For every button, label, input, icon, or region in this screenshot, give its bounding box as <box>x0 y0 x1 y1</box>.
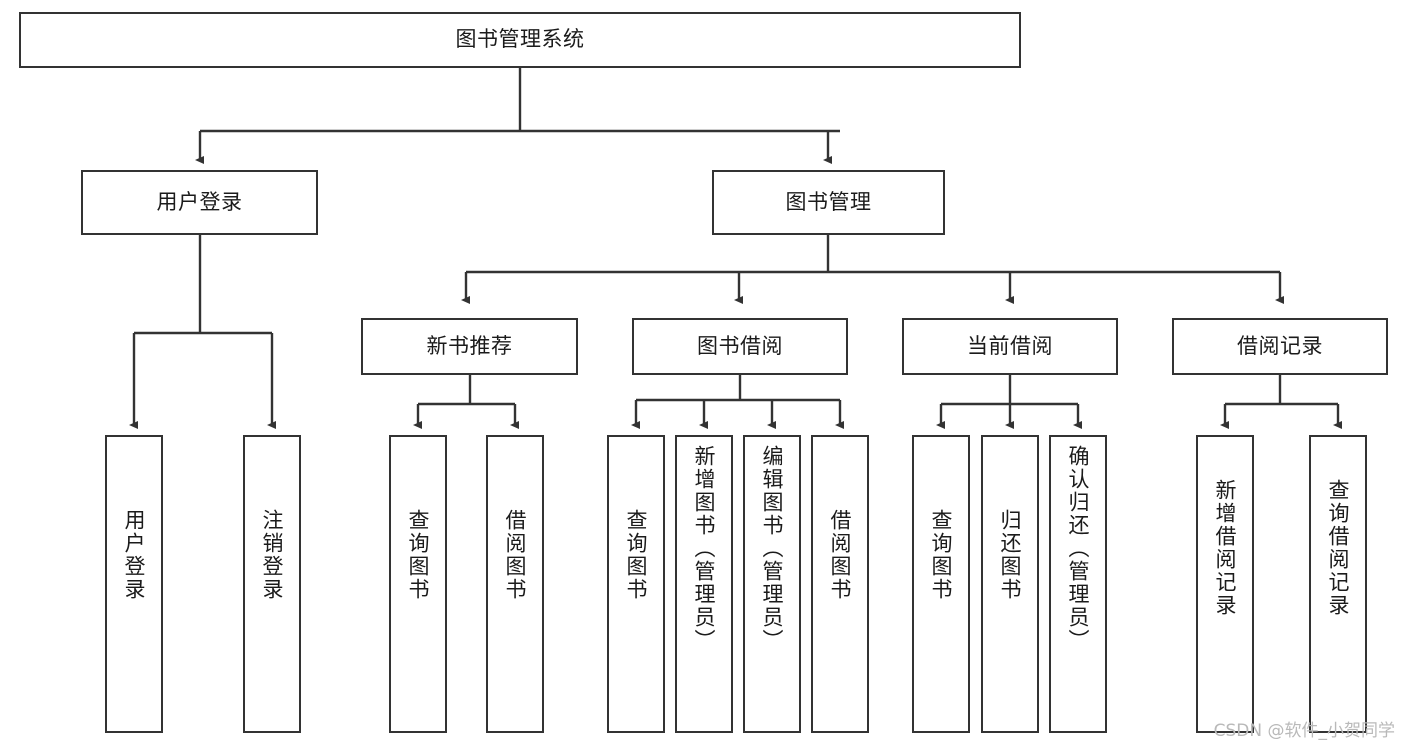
node-label: 借阅图书 <box>828 509 853 601</box>
leaf-borrow-books-borrowing[interactable]: 借阅图书 <box>811 435 869 733</box>
leaf-confirm-return-admin[interactable]: 确认归还（管理员） <box>1049 435 1107 733</box>
node-borrowing-records[interactable]: 借阅记录 <box>1172 318 1388 375</box>
node-label: 查询图书 <box>929 509 954 601</box>
node-book-borrowing[interactable]: 图书借阅 <box>632 318 848 375</box>
leaf-query-borrow-record[interactable]: 查询借阅记录 <box>1309 435 1367 733</box>
leaf-query-books-borrowing[interactable]: 查询图书 <box>607 435 665 733</box>
leaf-logout[interactable]: 注销登录 <box>243 435 301 733</box>
leaf-return-books[interactable]: 归还图书 <box>981 435 1039 733</box>
node-label: 归还图书 <box>998 509 1023 601</box>
node-label: 新增图书（管理员） <box>692 445 717 652</box>
node-label: 新书推荐 <box>426 333 513 358</box>
node-label: 注销登录 <box>260 509 285 601</box>
node-label: 图书管理 <box>785 189 872 214</box>
leaf-borrow-books-recommendation[interactable]: 借阅图书 <box>486 435 544 733</box>
node-label: 新增借阅记录 <box>1213 479 1238 617</box>
node-new-book-recommendation[interactable]: 新书推荐 <box>361 318 578 375</box>
node-label: 查询图书 <box>624 509 649 601</box>
node-label: 用户登录 <box>156 189 243 214</box>
leaf-query-books-recommendation[interactable]: 查询图书 <box>389 435 447 733</box>
csdn-watermark: CSDN @软件_小贺同学 <box>1213 721 1395 741</box>
node-label: 借阅记录 <box>1237 333 1323 358</box>
node-label: 借阅图书 <box>503 509 528 601</box>
node-label: 查询借阅记录 <box>1326 479 1351 617</box>
node-label: 当前借阅 <box>967 333 1053 358</box>
leaf-query-books-current[interactable]: 查询图书 <box>912 435 970 733</box>
node-label: 查询图书 <box>406 509 431 601</box>
leaf-add-book-admin[interactable]: 新增图书（管理员） <box>675 435 733 733</box>
node-label: 用户登录 <box>122 509 147 601</box>
leaf-edit-book-admin[interactable]: 编辑图书（管理员） <box>743 435 801 733</box>
node-label: 图书管理系统 <box>455 27 585 52</box>
node-root-system[interactable]: 图书管理系统 <box>19 12 1021 68</box>
node-current-borrowing[interactable]: 当前借阅 <box>902 318 1118 375</box>
leaf-add-borrow-record[interactable]: 新增借阅记录 <box>1196 435 1254 733</box>
node-label: 图书借阅 <box>697 333 783 358</box>
node-book-management[interactable]: 图书管理 <box>712 170 945 235</box>
node-label: 确认归还（管理员） <box>1066 445 1091 652</box>
leaf-user-login[interactable]: 用户登录 <box>105 435 163 733</box>
node-label: 编辑图书（管理员） <box>760 445 785 652</box>
node-user-login[interactable]: 用户登录 <box>81 170 318 235</box>
